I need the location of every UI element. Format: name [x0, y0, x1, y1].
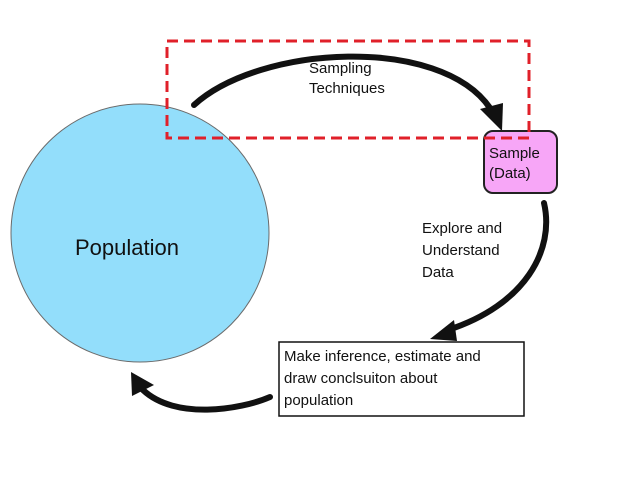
- sample-label-line1: Sample: [489, 145, 540, 162]
- inference-label-line3: population: [284, 392, 353, 409]
- explore-arrow: [430, 200, 550, 341]
- sample-label-line2: (Data): [489, 165, 531, 182]
- inference-label-line1: Make inference, estimate and: [284, 348, 481, 365]
- population-node: Population: [10, 103, 270, 363]
- sampling-label: Sampling Techniques: [309, 60, 385, 97]
- sampling-label-line2: Techniques: [309, 80, 385, 97]
- sample-node: Sample (Data): [483, 130, 558, 194]
- inference-box: [278, 341, 525, 417]
- highlight-box: [165, 39, 531, 140]
- sampling-label-line1: Sampling: [309, 60, 372, 77]
- infer-arrow-path: [140, 387, 273, 413]
- explore-arrowhead: [430, 320, 457, 341]
- explore-arrow-path: [445, 200, 550, 333]
- infer-arrow: [131, 372, 273, 413]
- inference-label-line2: draw conclsuiton about: [284, 370, 438, 387]
- infer-arrowhead: [131, 372, 154, 396]
- explore-label: Explore and Understand Data: [422, 220, 502, 281]
- inference-node: Make inference, estimate and draw concls…: [278, 341, 525, 417]
- sampling-arrowhead: [480, 103, 503, 131]
- population-circle: [10, 103, 270, 363]
- explore-label-line3: Data: [422, 264, 454, 281]
- sampling-arrow-path: [191, 53, 493, 111]
- population-label: Population: [75, 235, 179, 260]
- explore-label-line1: Explore and: [422, 220, 502, 237]
- sampling-arrow: [191, 53, 503, 131]
- sample-box: [483, 130, 558, 194]
- explore-label-line2: Understand: [422, 242, 500, 259]
